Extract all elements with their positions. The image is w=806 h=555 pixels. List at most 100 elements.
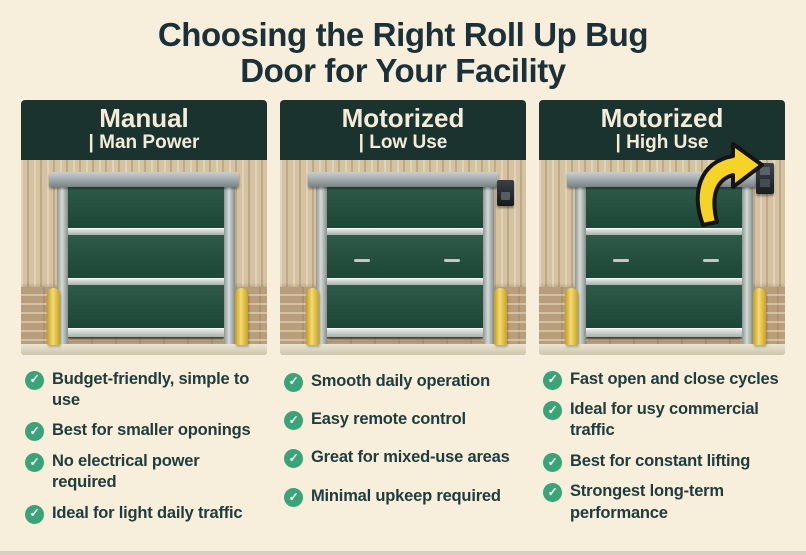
door-crossbar [586,277,742,285]
page-title-line1: Choosing the Right Roll Up Bug [157,16,649,53]
feature-item: ✓ Fast open and close cycles [543,369,785,390]
column-title: Motorized [341,103,465,134]
column-header: Motorized | Low Use [280,99,526,160]
check-icon: ✓ [284,411,303,431]
motor-box [756,162,774,194]
feature-text: Budget-friendly, simple to use [52,369,250,410]
safety-bollard-right [494,287,507,345]
column-title: Motorized [600,103,724,134]
door-handle [703,258,719,262]
check-icon: ✓ [25,452,44,472]
door-panel [586,235,742,278]
check-icon: ✓ [543,370,562,390]
check-icon: ✓ [25,422,44,442]
door-hood [308,171,498,187]
feature-item: ✓ Best for smaller oponings [25,420,267,442]
feature-list-manual: ✓ Budget-friendly, simple to use ✓ Best fo… [21,369,267,525]
feature-text: No electrical power required [52,451,200,492]
feature-text: Great for mixed-use areas [311,448,510,467]
check-icon: ✓ [284,372,303,392]
door-panel [327,235,483,278]
door-crossbar [68,228,224,236]
feature-text: Easy remote control [311,410,466,429]
door-hood [49,171,239,187]
column-title: Manual [99,103,189,134]
door-handle [354,258,370,262]
door-bottom-bar [586,327,742,337]
feature-item: ✓ Budget-friendly, simple to use [25,369,267,412]
feature-item: ✓ Smooth daily operation [284,371,526,392]
column-motorized-high: Motorized | High Use [539,99,785,525]
check-icon: ✓ [25,370,44,390]
feature-text: Ideal for light daily traffic [52,503,243,522]
door-bottom-bar [327,327,483,337]
door-track-right [224,181,235,344]
concrete-floor [280,343,526,355]
column-subtitle: | Low Use [358,132,448,154]
door-panel [68,284,224,328]
check-icon: ✓ [284,487,303,507]
page-title: Choosing the Right Roll Up Bug Door for … [10,16,796,90]
check-icon: ✓ [25,504,44,524]
feature-item: ✓ Minimal upkeep required [284,486,526,507]
page-title-line2: Door for Your Facility [240,52,566,90]
bottom-edge-line [0,551,806,555]
infographic-poster: Choosing the Right Roll Up Bug Door for … [0,16,806,555]
safety-bollard-left [565,287,578,345]
feature-item: ✓ Ideal for usy commercial traffic [543,399,785,442]
column-header: Manual | Man Power [21,99,267,160]
check-icon: ✓ [543,483,562,503]
concrete-floor [539,343,785,355]
door-bottom-bar [68,327,224,337]
feature-item: ✓ Easy remote control [284,409,526,431]
check-icon: ✓ [543,401,562,421]
door-photo-manual [21,159,267,355]
check-icon: ✓ [543,452,562,472]
door-panel [327,284,483,328]
door-crossbar [586,228,742,236]
door-track-left [316,181,327,344]
column-motorized-low: Motorized | Low Use [280,99,526,525]
feature-text: Fast open and close cycles [570,369,779,388]
feature-text: Best for smaller oponings [52,421,251,440]
door-panel [68,185,224,229]
feature-text: Ideal for usy commercial traffic [570,400,759,440]
concrete-floor [21,343,267,355]
roll-up-door [327,185,483,337]
door-panel [327,185,483,229]
curved-arrow-icon [689,141,767,230]
roll-up-door [68,185,224,337]
safety-bollard-right [753,287,766,345]
comparison-columns: Manual | Man Power [0,99,806,525]
column-subtitle: | High Use [615,132,709,154]
feature-item: ✓ Ideal for light daily traffic [25,503,267,524]
safety-bollard-left [47,287,60,345]
feature-item: ✓ No electrical power required [25,451,267,494]
door-crossbar [327,228,483,236]
door-track-left [575,181,586,344]
door-photo-motorized-high [539,159,785,355]
door-track-left [57,181,68,344]
feature-text: Minimal upkeep required [311,486,501,505]
safety-bollard-right [235,287,248,345]
feature-list-motorized-high: ✓ Fast open and close cycles ✓ Ideal for u… [539,369,785,525]
safety-bollard-left [306,287,319,345]
feature-list-motorized-low: ✓ Smooth daily operation ✓ Easy remote con… [280,371,526,508]
door-panel [68,235,224,278]
door-crossbar [68,277,224,285]
column-subtitle: | Man Power [88,132,200,154]
feature-text: Best for constant lifting [570,451,751,470]
door-track-right [742,181,753,344]
door-crossbar [327,277,483,285]
feature-text: Strongest long-term performance [570,482,724,522]
door-handle [613,258,629,262]
door-photo-motorized-low [280,159,526,355]
door-panel [586,284,742,328]
motor-box [497,179,514,206]
feature-text: Smooth daily operation [311,371,490,390]
door-handle [444,258,460,262]
door-track-right [483,181,494,344]
column-manual: Manual | Man Power [21,99,267,525]
feature-item: ✓ Best for constant lifting [543,451,785,472]
check-icon: ✓ [284,449,303,469]
